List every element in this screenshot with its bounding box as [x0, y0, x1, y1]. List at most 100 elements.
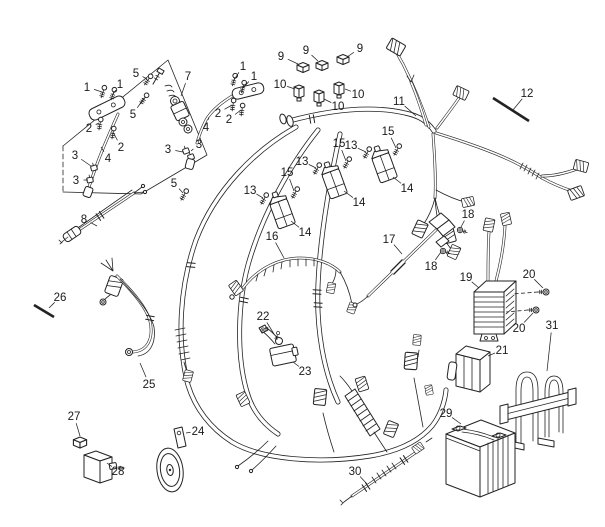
connector-icon: [460, 195, 476, 209]
callout-label: 7: [185, 71, 191, 83]
callout-leader: [534, 279, 544, 289]
callout-label: 1: [240, 61, 246, 73]
callout-label: 13: [296, 156, 309, 168]
callout-label: 23: [299, 366, 312, 378]
callout-leader: [100, 146, 105, 152]
callout-label: 13: [244, 185, 257, 197]
connector-icon: [482, 217, 496, 233]
callout-leader: [289, 178, 295, 192]
callout-label: 29: [440, 408, 453, 420]
flasher-cap-icon: [72, 436, 88, 449]
connector-icon: [354, 375, 370, 393]
bolt-icon: [527, 306, 540, 314]
callout-leader: [93, 89, 103, 93]
callout-leader: [323, 98, 332, 103]
callout-label: 8: [81, 214, 87, 226]
callout-label: 3: [73, 175, 79, 187]
callout-leader: [190, 148, 194, 152]
callout-label: 18: [425, 261, 438, 273]
callout-leader: [392, 176, 402, 184]
connector-icon: [312, 387, 328, 407]
screw-icon: [391, 142, 403, 157]
regulator-rectifier-19: [473, 211, 550, 342]
callout-label: 11: [393, 96, 405, 108]
callout-label: 10: [274, 79, 287, 91]
screw-icon: [311, 161, 323, 176]
callout-label: 26: [54, 292, 67, 304]
callout-label: 17: [383, 234, 396, 246]
battery-bracket-31: [499, 371, 577, 451]
screw-icon: [289, 185, 301, 200]
callout-leader: [48, 302, 55, 309]
fuse-holder-icon: [313, 89, 325, 107]
callout-leader: [546, 332, 552, 372]
callout-label: 20: [523, 269, 536, 281]
callout-leader: [512, 98, 523, 111]
fuses-and-holders: [293, 54, 350, 107]
battery-cables-25: [99, 257, 155, 357]
callout-leader: [404, 105, 417, 117]
callout-leader: [390, 137, 397, 149]
callout-label: 1: [84, 82, 90, 94]
callout-label: 9: [303, 45, 309, 57]
callout-leader: [292, 361, 300, 367]
callout-label: 4: [203, 122, 210, 134]
callout-leader: [344, 88, 352, 92]
callout-leader: [112, 89, 117, 95]
callout-leader: [234, 109, 242, 115]
fuse-holder-icon: [333, 81, 345, 99]
connector-icon: [325, 281, 337, 295]
fuse-icon: [296, 62, 310, 73]
callout-leader: [175, 150, 184, 153]
callout-label: 2: [86, 123, 92, 135]
callout-label: 30: [349, 466, 362, 478]
callout-leader: [242, 81, 250, 89]
screw-icon: [258, 191, 270, 206]
callout-leader: [139, 362, 147, 378]
callout-label: 15: [281, 167, 294, 179]
cable-clamp-icon: [180, 144, 191, 155]
fuse-icon: [315, 60, 329, 71]
callout-leader: [95, 122, 100, 125]
callout-label: 21: [496, 345, 509, 357]
callout-leader: [207, 116, 210, 120]
connector-icon: [566, 185, 586, 201]
callout-label: 15: [382, 126, 395, 138]
callout-leader: [523, 312, 534, 323]
callout-label: 20: [513, 323, 526, 335]
callout-leader: [471, 281, 480, 289]
callout-leader: [393, 244, 403, 255]
callout-leader: [112, 131, 118, 141]
callout-label: 13: [345, 140, 358, 152]
connector-icon: [385, 37, 407, 57]
callout-leader: [224, 104, 233, 110]
strip-12: [492, 96, 530, 123]
callout-leader: [487, 352, 496, 357]
callout-label: 12: [521, 88, 534, 100]
ignition-coil-22-23: [258, 324, 299, 367]
callout-label: 3: [196, 139, 202, 151]
callout-label: 1: [117, 79, 123, 91]
callout-label: 18: [462, 209, 475, 221]
callout-label: 4: [105, 153, 112, 165]
battery-29: [445, 419, 516, 498]
callout-leader: [311, 54, 319, 62]
connector-icon: [499, 211, 513, 227]
screw-icon: [238, 102, 246, 117]
callout-leader: [136, 97, 145, 109]
callout-leader: [185, 431, 191, 434]
lead-17: [352, 212, 469, 308]
connector-icon: [382, 419, 400, 439]
callout-label: 27: [68, 411, 81, 423]
callout-leader: [75, 423, 81, 437]
callout-label: 15: [333, 138, 346, 150]
callout-leader: [266, 322, 275, 335]
screw-icon: [229, 97, 237, 112]
connector-icon: [424, 384, 434, 396]
callout-label: 31: [546, 320, 559, 332]
callout-leader: [142, 76, 148, 80]
connector-icon: [452, 85, 470, 101]
callout-leader: [180, 82, 186, 97]
